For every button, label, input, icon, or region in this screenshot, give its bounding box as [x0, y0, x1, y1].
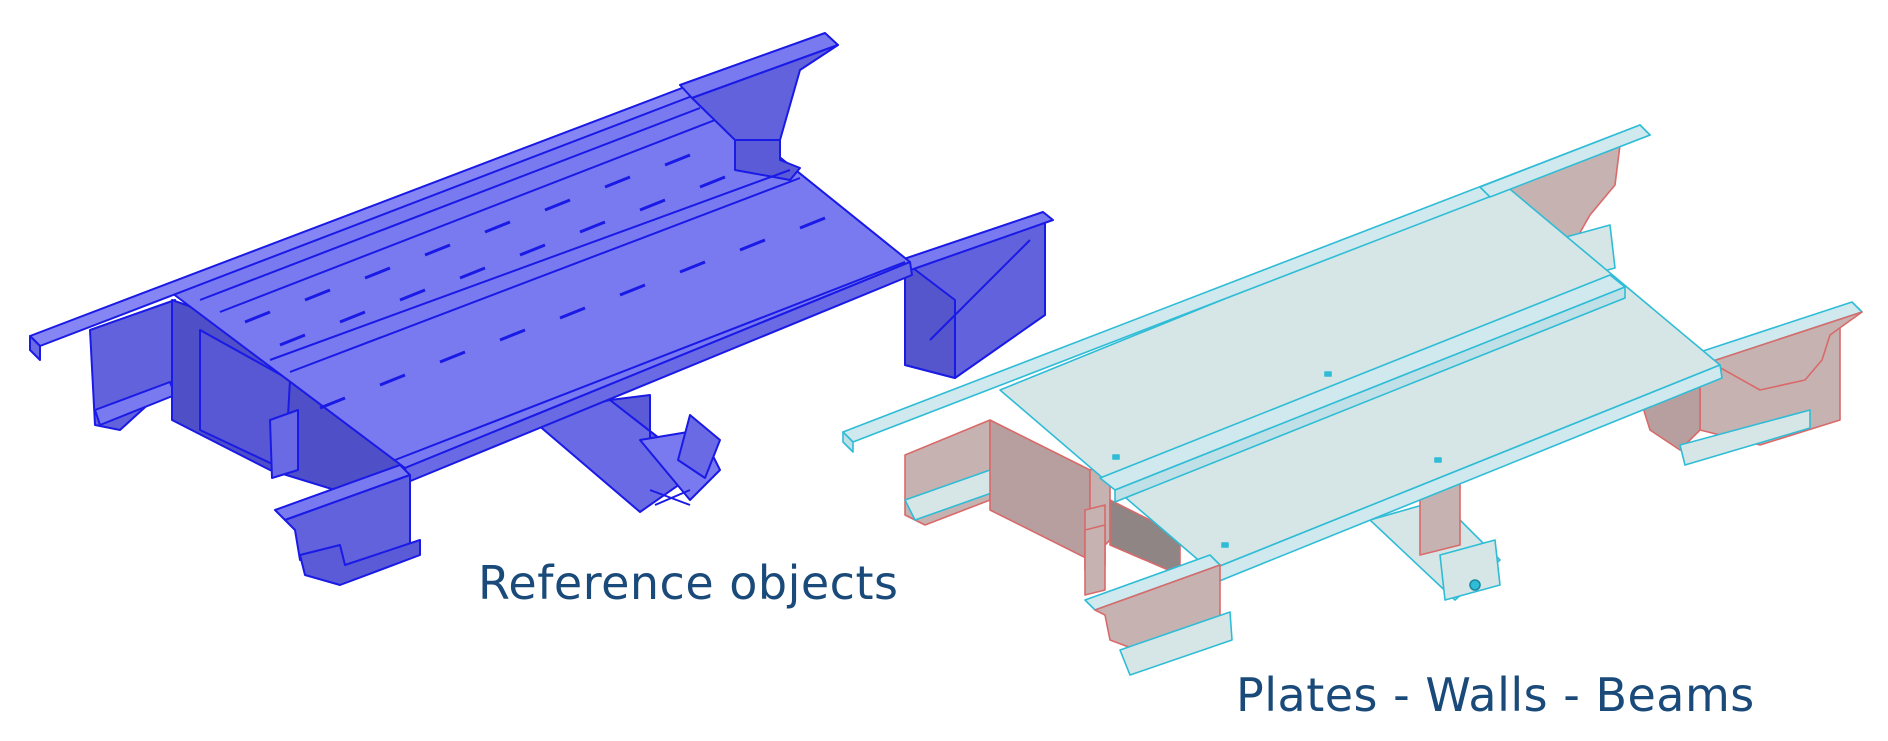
- caption-reference-objects: Reference objects: [478, 556, 899, 610]
- reference-objects-model: [29, 32, 1054, 586]
- caption-plates-walls-beams: Plates - Walls - Beams: [1236, 668, 1755, 722]
- plates-walls-beams-model: [842, 124, 1863, 676]
- reference-lane-markings: [244, 153, 826, 410]
